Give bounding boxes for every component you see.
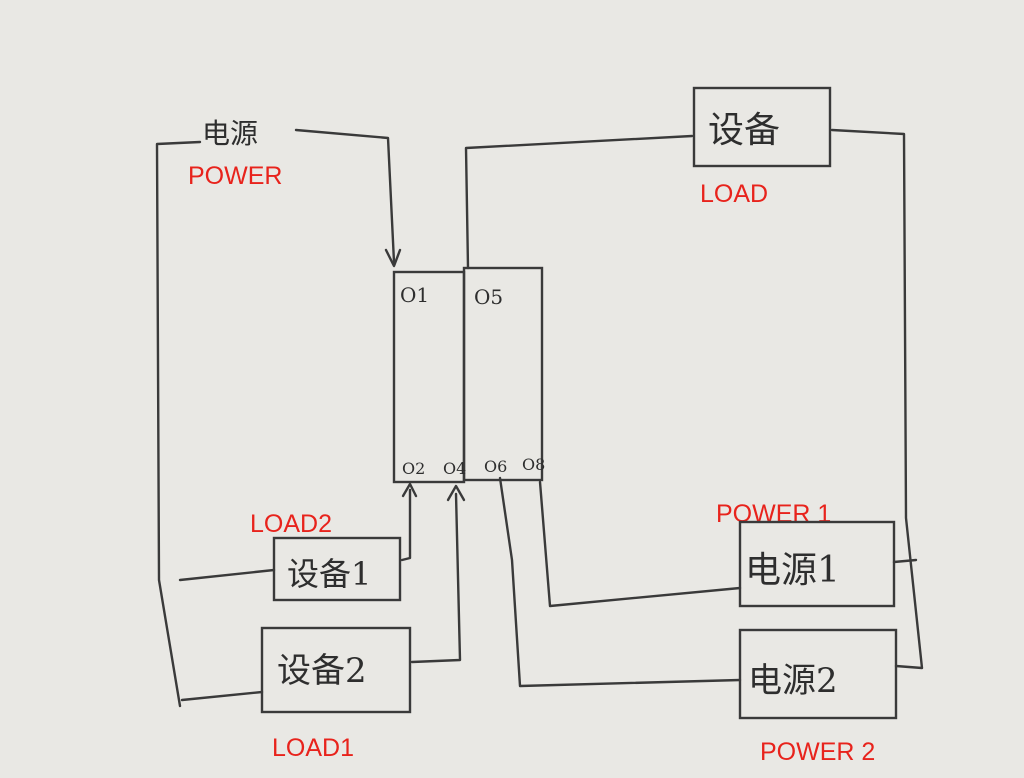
device1-to-o2-wire bbox=[400, 488, 412, 562]
load2-label: LOAD2 bbox=[250, 510, 332, 538]
load-device-box bbox=[692, 86, 832, 168]
power-label: POWER bbox=[188, 162, 282, 190]
left-return-wire bbox=[155, 140, 202, 708]
load-device-text: 设备 bbox=[708, 110, 780, 151]
device2-to-o4-wire bbox=[410, 492, 462, 664]
power-source1-text: 电源1 bbox=[745, 550, 840, 591]
power2-label: POWER 2 bbox=[760, 738, 875, 766]
o6-to-power2-wire bbox=[498, 476, 742, 688]
load1-label: LOAD1 bbox=[272, 734, 354, 762]
o1-arrow bbox=[384, 248, 402, 268]
port-o1: O1 bbox=[400, 283, 429, 307]
port-o6: O6 bbox=[484, 457, 507, 476]
power1-return-wire bbox=[892, 558, 918, 564]
power-source1: 电源1 bbox=[738, 520, 896, 608]
device2-input-wire bbox=[180, 690, 264, 702]
power-to-o1-wire bbox=[294, 128, 396, 264]
device1-text: 设备1 bbox=[287, 555, 371, 593]
port-o8: O8 bbox=[522, 455, 545, 474]
load-return-wire bbox=[830, 128, 924, 670]
power1-label: POWER 1 bbox=[716, 500, 831, 528]
power-source-handwriting: 电源 bbox=[202, 117, 258, 150]
device2-box bbox=[260, 626, 412, 714]
port-o2: O2 bbox=[402, 459, 425, 478]
device2-text: 设备2 bbox=[277, 651, 367, 691]
central-module bbox=[392, 266, 544, 484]
power-source2-text: 电源2 bbox=[748, 661, 838, 701]
power-source2-box bbox=[738, 628, 898, 720]
device2: 设备2 bbox=[260, 626, 412, 714]
o8-to-power1-wire bbox=[538, 480, 742, 608]
o2-arrow bbox=[401, 482, 418, 498]
port-o5: O5 bbox=[474, 285, 503, 309]
power-source2: 电源2 bbox=[738, 628, 898, 720]
power-source1-box bbox=[738, 520, 896, 608]
o4-arrow bbox=[446, 484, 466, 502]
right-module-panel bbox=[462, 266, 544, 482]
load-device: 设备 bbox=[692, 86, 832, 168]
o5-to-load-wire bbox=[464, 134, 694, 270]
device1: 设备1 bbox=[272, 536, 402, 602]
port-o4: O4 bbox=[443, 459, 466, 478]
load-label: LOAD bbox=[700, 180, 768, 208]
device1-input-wire bbox=[178, 568, 276, 582]
